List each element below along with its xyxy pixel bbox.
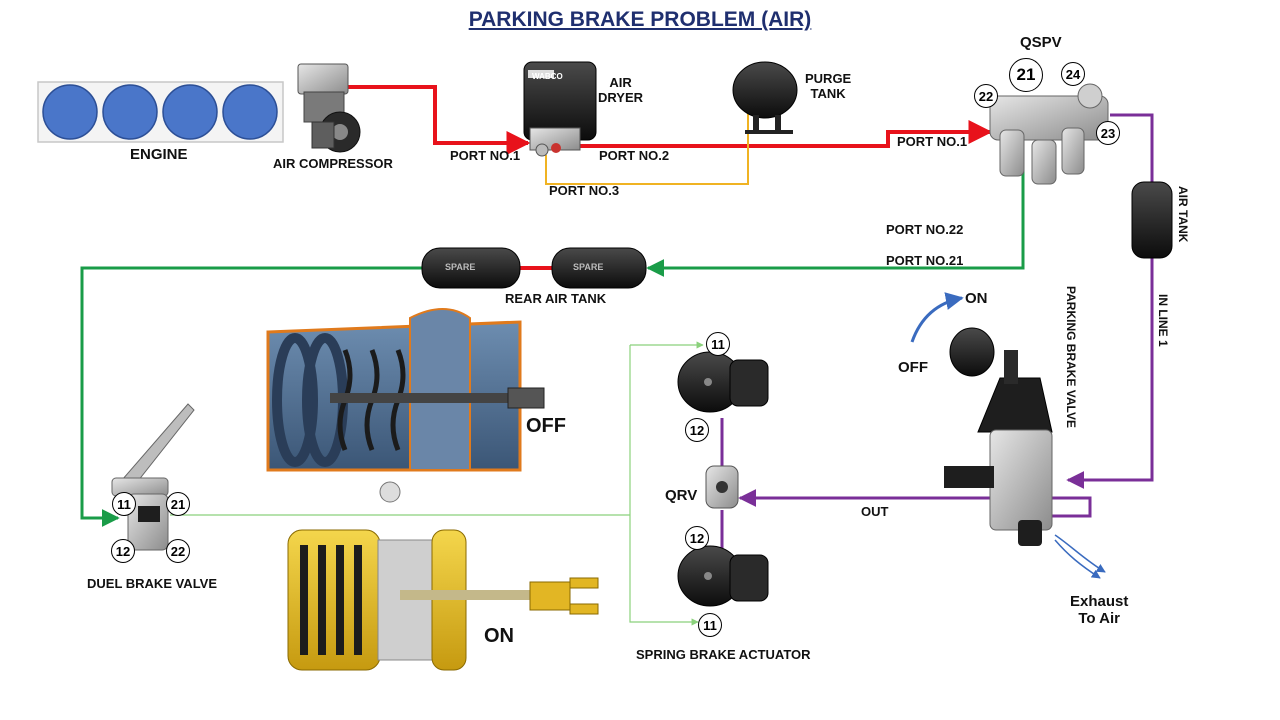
air-compressor-label: AIR COMPRESSOR (273, 156, 393, 171)
duel-valve-port-22: 22 (166, 539, 190, 563)
qspv-port-21-label: PORT NO.21 (886, 253, 964, 268)
duel-valve-port-11: 11 (112, 492, 136, 516)
qspv-port-23-number: 23 (1096, 121, 1120, 145)
engine-block (37, 81, 284, 143)
qspv-port-22-label: PORT NO.22 (886, 222, 964, 237)
air-compressor-image (297, 63, 361, 153)
engine-label: ENGINE (130, 146, 188, 163)
supply-line (80, 100, 1025, 527)
qspv-port-21-number: 21 (1009, 58, 1043, 92)
parking-brake-valve-label: PARKING BRAKE VALVE (1064, 286, 1078, 429)
rear-air-tank-label: REAR AIR TANK (505, 291, 607, 306)
qrv-valve-image (705, 465, 739, 509)
qrv-label: QRV (665, 487, 698, 504)
purge-tank-label: PURGE TANK (805, 71, 852, 101)
spring-brake-cutaway-on (287, 529, 599, 671)
dryer-port-2-label: PORT NO.2 (599, 148, 670, 163)
cutaway-on-label: ON (484, 625, 514, 647)
air-dryer-brand: WABCO (532, 72, 563, 81)
out-label: OUT (861, 504, 889, 519)
qspv-port-1-label: PORT NO.1 (897, 134, 968, 149)
page-title: PARKING BRAKE PROBLEM (AIR) (468, 8, 812, 31)
dryer-port-1-label: PORT NO.1 (450, 148, 521, 163)
compressed-air-line (348, 85, 993, 155)
qspv-port-22-number: 22 (974, 84, 998, 108)
tank-brand-right: SPARE (573, 262, 604, 272)
actuator-top-port-11: 11 (706, 332, 730, 356)
air-tank-label: AIR TANK (1176, 186, 1190, 243)
duel-valve-port-12: 12 (111, 539, 135, 563)
actuator-bottom-port-12: 12 (685, 526, 709, 550)
dryer-port-3-label: PORT NO.3 (549, 183, 620, 198)
parking-brake-valve-image (944, 327, 1053, 546)
lever-off-label: OFF (898, 359, 928, 376)
spring-brake-cutaway-off (266, 308, 545, 503)
duel-brake-valve-label: DUEL BRAKE VALVE (87, 576, 218, 591)
exhaust-label: Exhaust To Air (1070, 593, 1129, 628)
spring-brake-actuator-top (677, 351, 769, 413)
actuator-top-port-12: 12 (685, 418, 709, 442)
spring-brake-actuator-bottom (677, 545, 769, 607)
control-line (720, 113, 1154, 558)
qspv-label: QSPV (1020, 34, 1062, 51)
lever-position-arc (910, 292, 964, 343)
air-dryer-image (523, 61, 597, 157)
signal-line (170, 341, 704, 626)
air-tank-image (1131, 181, 1173, 259)
lever-on-label: ON (965, 290, 988, 307)
duel-brake-valve-image (111, 403, 195, 551)
purge-line (545, 108, 749, 185)
air-dryer-label: AIR DRYER (598, 75, 644, 105)
qspv-port-24-number: 24 (1061, 62, 1085, 86)
rear-air-tank-image (421, 247, 647, 289)
in-line-label: IN LINE 1 (1156, 294, 1170, 347)
spring-brake-actuator-label: SPRING BRAKE ACTUATOR (636, 647, 811, 662)
qspv-valve-image (989, 83, 1109, 185)
tank-brand-left: SPARE (445, 262, 476, 272)
purge-tank-image (732, 61, 798, 134)
duel-valve-port-21: 21 (166, 492, 190, 516)
cutaway-off-label: OFF (526, 415, 566, 437)
actuator-bottom-port-11: 11 (698, 613, 722, 637)
exhaust-arrows (1054, 534, 1106, 579)
